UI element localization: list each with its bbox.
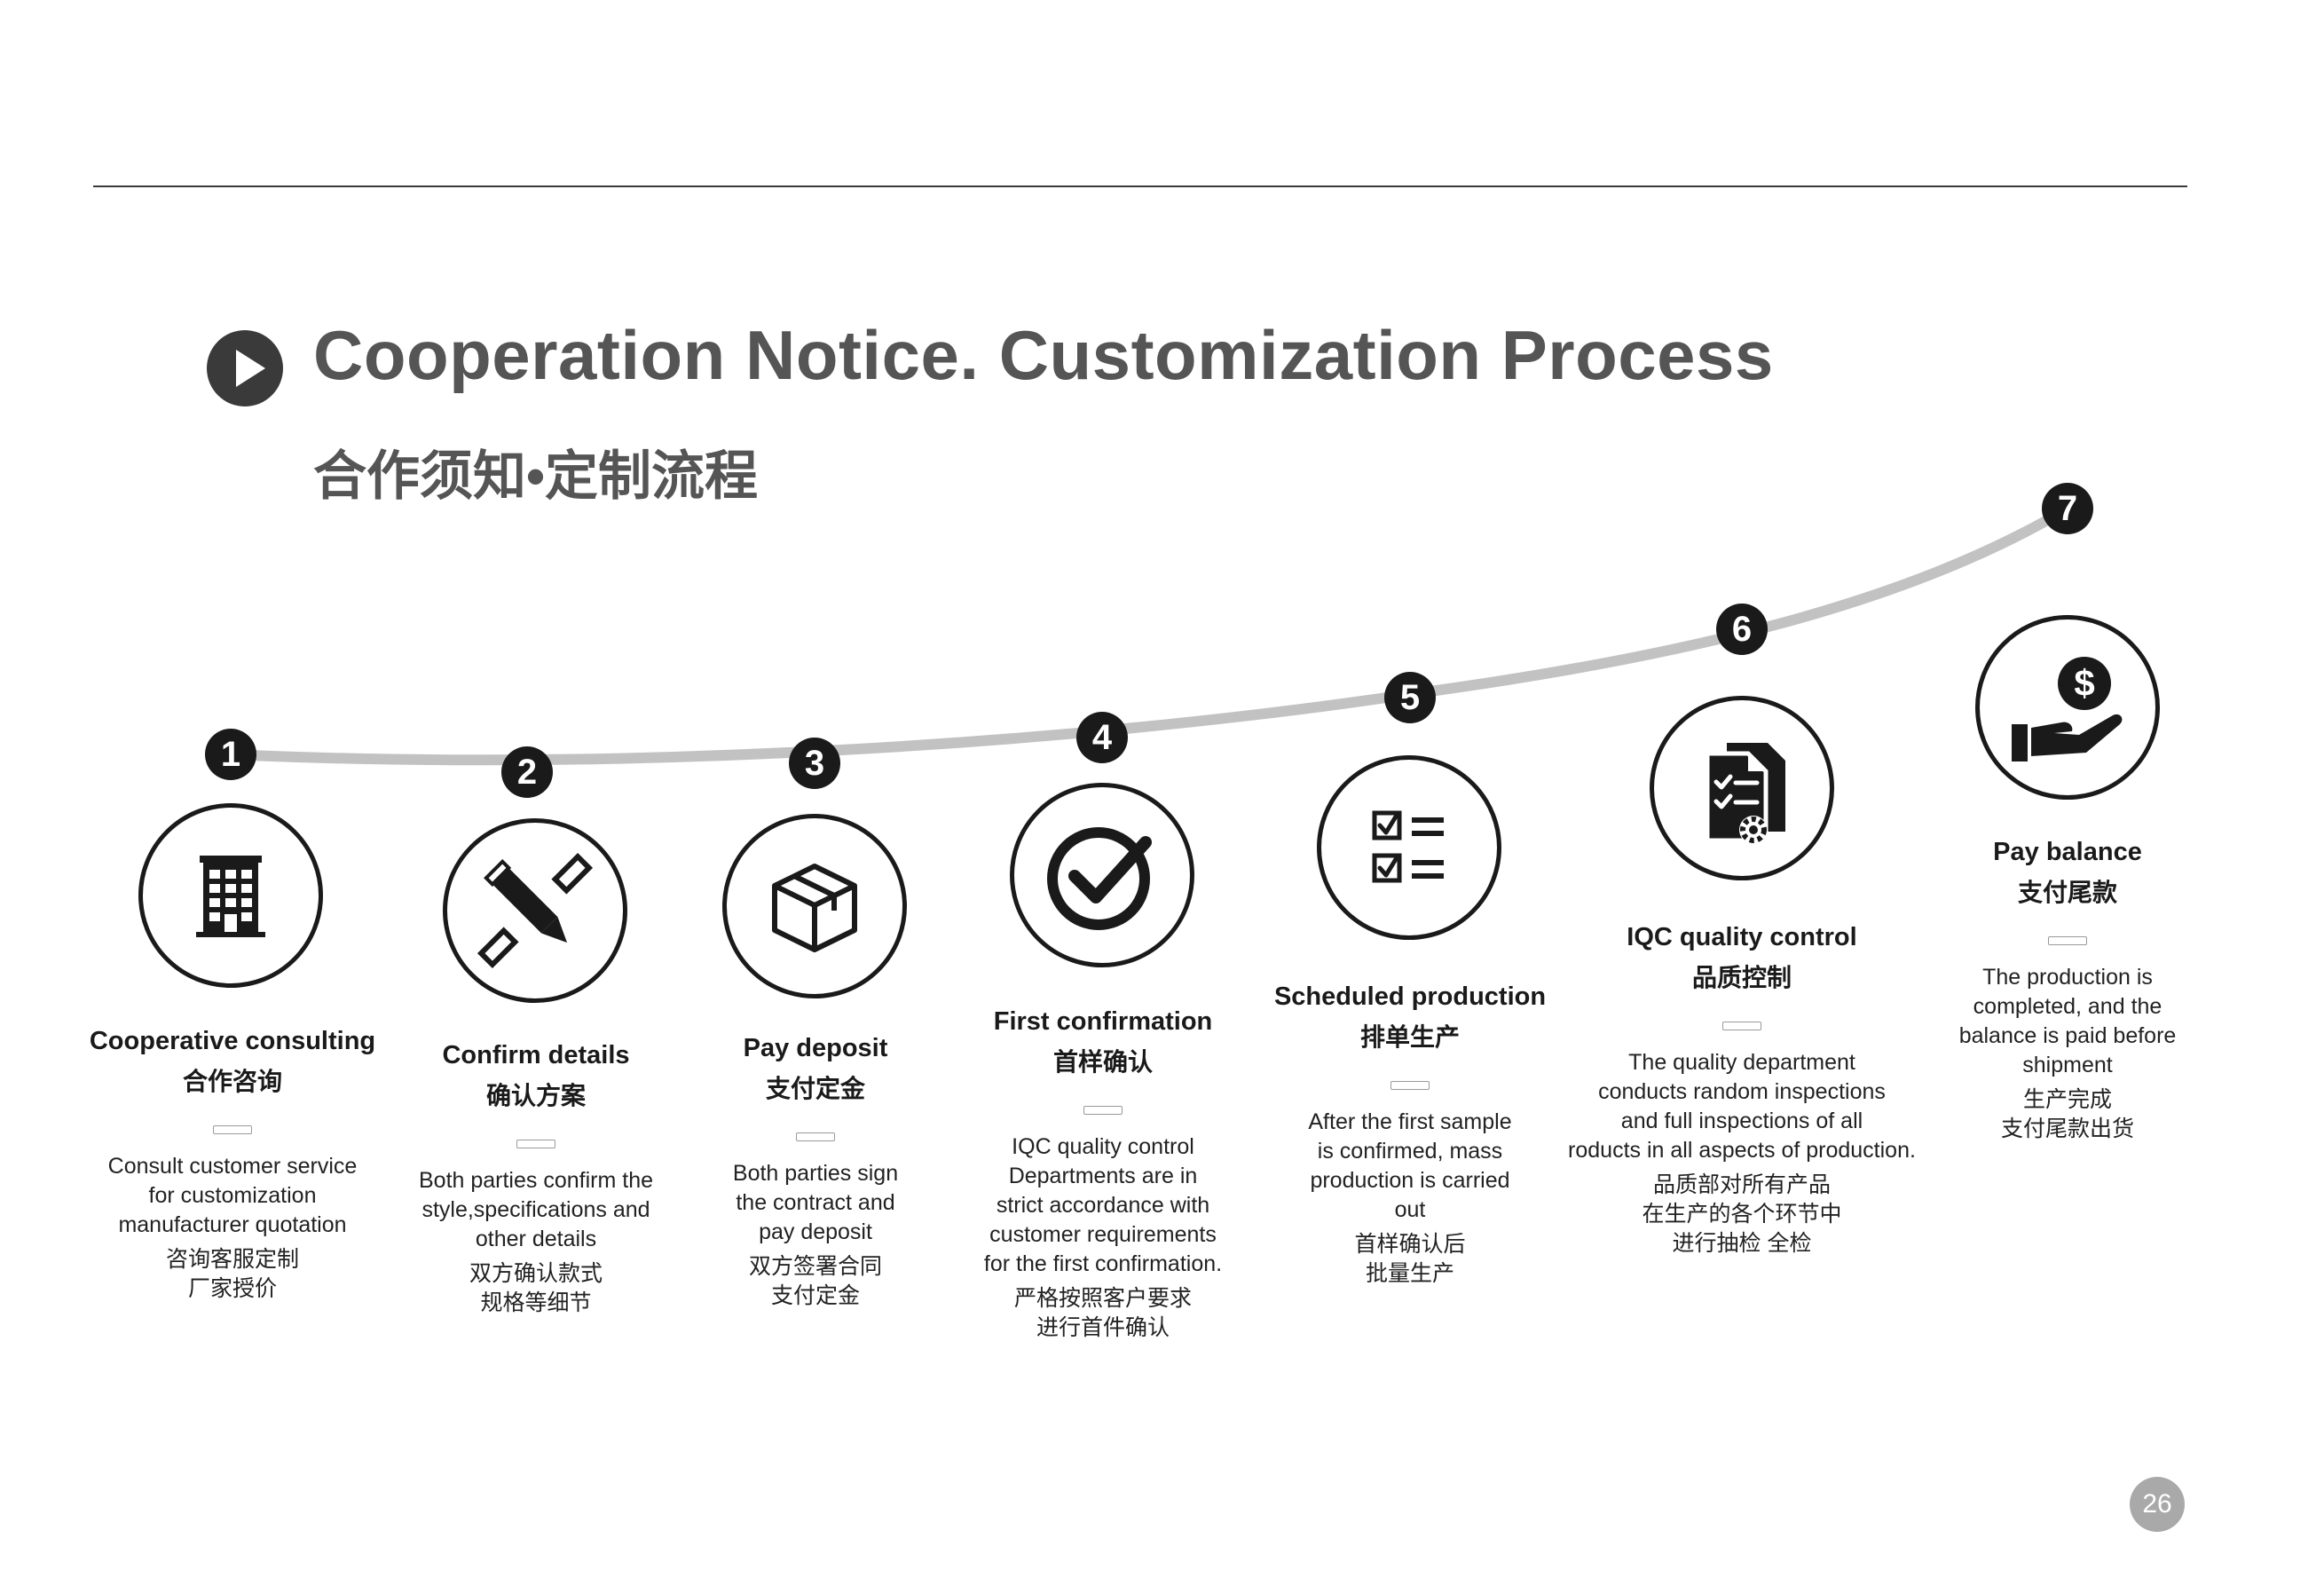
step-5-title: Scheduled production bbox=[1273, 982, 1547, 1011]
step-4-desc-zh: 严格按照客户要求 进行首件确认 bbox=[1013, 1286, 1192, 1340]
step-3-number: 3 bbox=[789, 738, 840, 789]
step-2-text: Confirm details 确认方案 Both parties confir… bbox=[345, 1035, 727, 1318]
step-3-text: Pay deposit 支付定金 Both parties sign the c… bbox=[625, 1028, 1006, 1311]
step-6-desc-zh: 品质部对所有产品 在生产的各个环节中 进行抽检 全检 bbox=[1642, 1172, 1842, 1256]
step-4-title-zh: 首样确认 bbox=[1052, 1048, 1153, 1076]
step-3-desc: Both parties sign the contract and pay d… bbox=[732, 1161, 899, 1244]
step-3-icon-ring bbox=[722, 814, 907, 998]
hand-dollar-icon: $ bbox=[2012, 657, 2123, 761]
step-4-desc: IQC quality control Departments are in s… bbox=[983, 1134, 1223, 1276]
step-7-desc-zh: 生产完成 支付尾款出货 bbox=[2000, 1087, 2134, 1141]
step-3-title-zh: 支付定金 bbox=[765, 1075, 865, 1102]
step-3-separator bbox=[796, 1132, 835, 1141]
step-5-separator bbox=[1390, 1081, 1430, 1090]
play-icon bbox=[207, 330, 283, 406]
step-1-desc-zh: 咨询客服定制 厂家授价 bbox=[165, 1247, 299, 1301]
page-subtitle: 合作须知•定制流程 bbox=[313, 446, 759, 506]
step-1-icon-ring bbox=[138, 803, 323, 988]
checklist-icon bbox=[1372, 810, 1444, 883]
step-7-number: 7 bbox=[2042, 483, 2093, 534]
step-5-title-zh: 排单生产 bbox=[1359, 1023, 1460, 1051]
page-title: Cooperation Notice. Customization Proces… bbox=[313, 316, 1774, 394]
pencil-ruler-icon bbox=[477, 852, 594, 969]
step-5-desc-zh: 首样确认后 批量生产 bbox=[1354, 1232, 1466, 1286]
step-6-title: IQC quality control bbox=[1627, 923, 1857, 951]
building-icon bbox=[196, 856, 265, 937]
step-3-desc-zh: 双方签署合同 支付定金 bbox=[748, 1254, 882, 1308]
step-7-separator bbox=[2048, 936, 2087, 945]
step-2-title-zh: 确认方案 bbox=[485, 1082, 586, 1109]
step-6-number: 6 bbox=[1716, 604, 1768, 655]
step-5-text: Scheduled production 排单生产 After the firs… bbox=[1219, 976, 1601, 1289]
document-check-gear-icon bbox=[1705, 743, 1785, 844]
top-divider bbox=[93, 185, 2187, 187]
step-7-text: Pay balance 支付尾款 The production is compl… bbox=[1877, 832, 2258, 1144]
step-5-desc: After the first sample is confirmed, mas… bbox=[1308, 1109, 1512, 1222]
page-number-badge: 26 bbox=[2130, 1477, 2185, 1532]
step-7-desc: The production is completed, and the bal… bbox=[1958, 965, 2177, 1077]
step-1-title: Cooperative consulting bbox=[89, 1027, 376, 1055]
step-1-text: Cooperative consulting 合作咨询 Consult cust… bbox=[42, 1021, 423, 1304]
step-4-icon-ring bbox=[1010, 783, 1194, 967]
step-5-number: 5 bbox=[1384, 672, 1436, 723]
step-6-desc: The quality department conducts random i… bbox=[1568, 1050, 1916, 1163]
step-2-number: 2 bbox=[501, 746, 553, 798]
checkmark-circle-icon bbox=[1047, 827, 1152, 930]
step-4-text: First confirmation 首样确认 IQC quality cont… bbox=[912, 1001, 1294, 1343]
step-5-icon-ring bbox=[1317, 755, 1501, 940]
step-6-text: IQC quality control 品质控制 The quality dep… bbox=[1551, 917, 1933, 1259]
step-1-number: 1 bbox=[205, 729, 256, 780]
step-6-icon-ring bbox=[1650, 696, 1834, 880]
svg-text:$: $ bbox=[2074, 662, 2094, 704]
package-box-icon bbox=[772, 864, 857, 952]
step-2-icon-ring bbox=[443, 818, 627, 1003]
step-2-separator bbox=[516, 1140, 555, 1148]
step-1-title-zh: 合作咨询 bbox=[182, 1068, 282, 1095]
step-4-number: 4 bbox=[1076, 712, 1128, 763]
step-6-title-zh: 品质控制 bbox=[1691, 964, 1792, 991]
step-7-title-zh: 支付尾款 bbox=[2017, 879, 2117, 906]
step-4-title: First confirmation bbox=[993, 1007, 1213, 1036]
step-1-desc: Consult customer service for customizati… bbox=[107, 1154, 358, 1237]
step-6-separator bbox=[1722, 1022, 1761, 1030]
step-1-separator bbox=[213, 1125, 252, 1134]
step-2-desc-zh: 双方确认款式 规格等细节 bbox=[469, 1261, 603, 1315]
step-2-desc: Both parties confirm the style,specifica… bbox=[418, 1168, 653, 1251]
step-3-title: Pay deposit bbox=[743, 1034, 888, 1062]
step-7-icon-ring: $ bbox=[1975, 615, 2160, 800]
step-7-title: Pay balance bbox=[1993, 838, 2142, 866]
step-2-title: Confirm details bbox=[442, 1041, 630, 1069]
step-4-separator bbox=[1083, 1106, 1123, 1115]
